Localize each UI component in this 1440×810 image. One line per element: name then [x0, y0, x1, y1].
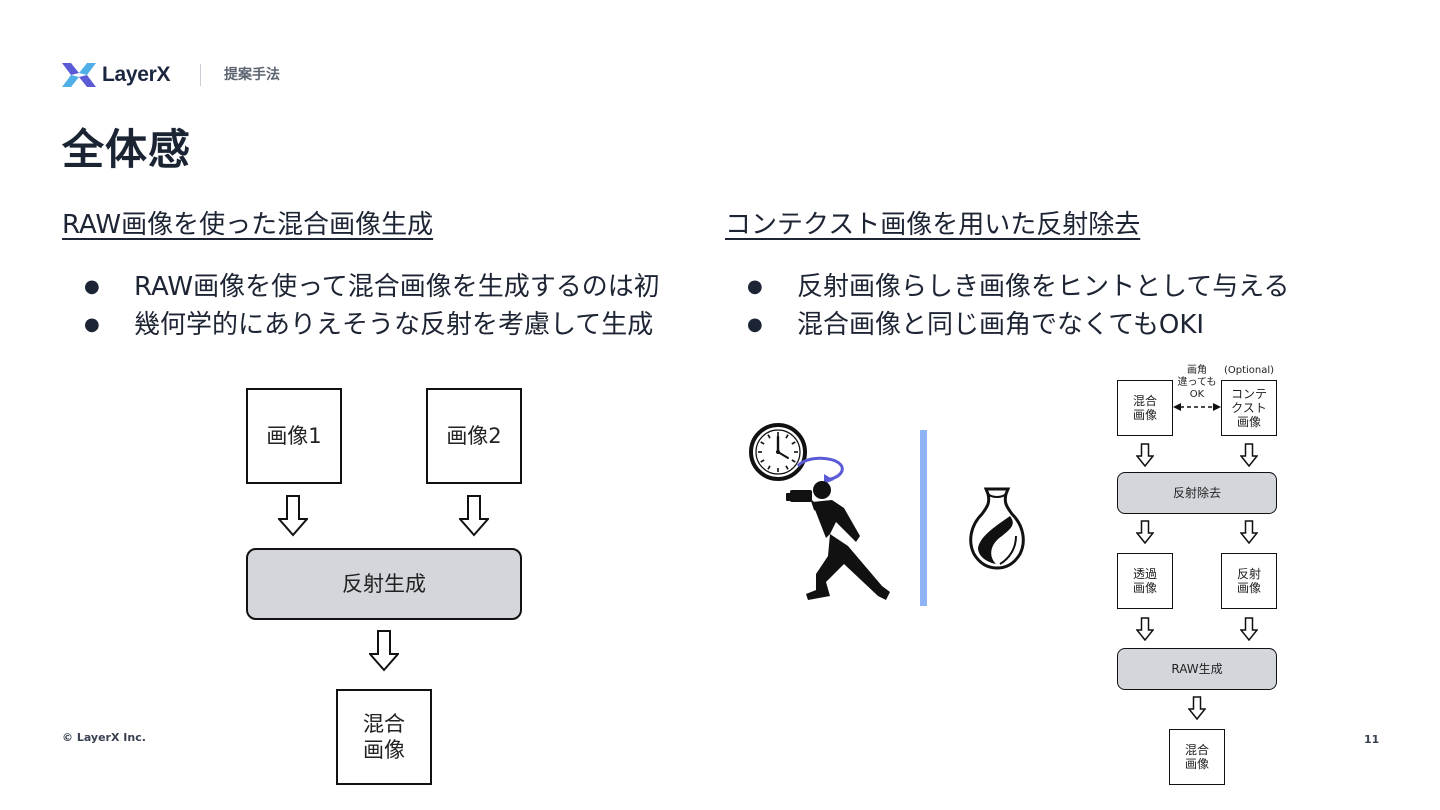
image2-box: 画像2: [426, 388, 522, 484]
reflection-generation-box: 反射生成: [246, 548, 522, 620]
photographer-icon: [786, 481, 890, 600]
page-number: 11: [1364, 733, 1380, 746]
down-arrow-icon: [278, 495, 308, 537]
down-arrow-icon: [1136, 520, 1154, 544]
copyright: © LayerX Inc.: [62, 731, 146, 744]
image1-box: 画像1: [246, 388, 342, 484]
down-arrow-icon: [1240, 443, 1258, 467]
layerx-logo-icon: [62, 63, 96, 87]
bullet-dot-icon: ●: [84, 314, 100, 335]
brand-logo: LayerX: [62, 60, 171, 90]
down-arrow-icon: [459, 495, 489, 537]
mixed-image-result-box: 混合画像: [1169, 729, 1225, 785]
left-bullet-2: ●幾何学的にありえそうな反射を考慮して生成: [62, 306, 660, 344]
right-bullet-2: ●混合画像と同じ画角でなくてもOKI: [725, 306, 1289, 344]
left-bullets: ●RAW画像を使って混合画像を生成するのは初 ●幾何学的にありえそうな反射を考慮…: [62, 268, 660, 344]
down-arrow-icon: [1188, 696, 1206, 720]
clock-icon: [749, 423, 807, 481]
right-bullet-1: ●反射画像らしき画像をヒントとして与える: [725, 268, 1289, 306]
brand-name: LayerX: [102, 63, 171, 86]
down-arrow-icon: [369, 630, 399, 672]
double-arrow-dashed-icon: [1173, 403, 1221, 411]
rotate-arrow-icon: [796, 456, 844, 484]
left-heading: RAW画像を使った混合画像生成: [62, 210, 434, 240]
optional-note: (Optional): [1223, 365, 1275, 376]
angle-note: 画角 違っても OK: [1177, 365, 1217, 400]
bullet-dot-icon: ●: [747, 314, 763, 335]
header-divider: [200, 64, 201, 86]
down-arrow-icon: [1240, 617, 1258, 641]
mixed-image-input-box: 混合画像: [1117, 380, 1173, 436]
bullet-dot-icon: ●: [747, 276, 763, 297]
left-bullet-1: ●RAW画像を使って混合画像を生成するのは初: [62, 268, 660, 306]
slide-title: 全体感: [62, 125, 192, 174]
raw-generation-box: RAW生成: [1117, 648, 1277, 690]
reflection-image-box: 反射画像: [1221, 553, 1277, 609]
right-bullets: ●反射画像らしき画像をヒントとして与える ●混合画像と同じ画角でなくてもOKI: [725, 268, 1289, 344]
down-arrow-icon: [1136, 443, 1154, 467]
bullet-dot-icon: ●: [84, 276, 100, 297]
reflection-removal-box: 反射除去: [1117, 472, 1277, 514]
down-arrow-icon: [1240, 520, 1258, 544]
right-heading: コンテクスト画像を用いた反射除去: [725, 210, 1141, 240]
section-label: 提案手法: [224, 67, 280, 83]
down-arrow-icon: [1136, 617, 1154, 641]
vase-icon: [969, 487, 1025, 570]
transmission-image-box: 透過画像: [1117, 553, 1173, 609]
glass-pane-icon: [920, 430, 927, 606]
mixed-image-output-box: 混合画像: [336, 689, 432, 785]
context-image-box: コンテクスト画像: [1221, 380, 1277, 436]
